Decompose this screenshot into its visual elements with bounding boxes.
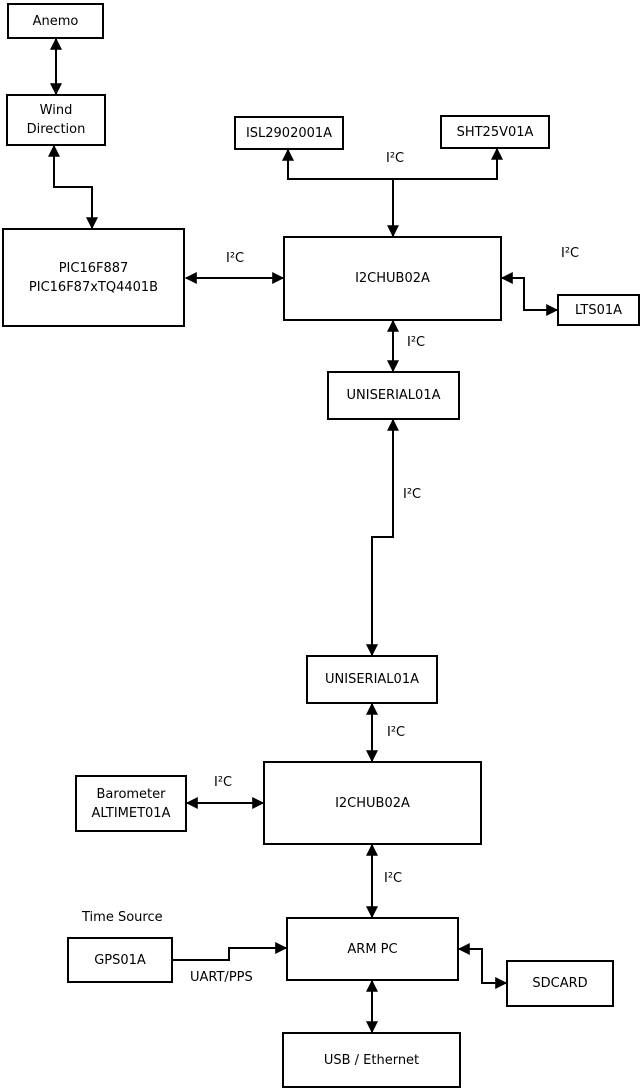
- node-i2c-hub-top: I2CHUB02A: [283, 236, 502, 321]
- node-uniserial-bottom: UNISERIAL01A: [306, 655, 438, 704]
- node-lts-sensor: LTS01A: [557, 294, 640, 326]
- label-uart-pps: UART/PPS: [190, 970, 253, 985]
- node-arm-pc: ARM PC: [286, 917, 459, 981]
- node-i2c-hub-bottom-label: I2CHUB02A: [335, 795, 410, 811]
- node-isl-sensor: ISL2902001A: [234, 116, 344, 150]
- node-uniserial-top: UNISERIAL01A: [327, 371, 460, 420]
- node-gps-label: GPS01A: [94, 952, 146, 968]
- node-barometer-line1: Barometer: [96, 786, 166, 802]
- label-hub2-armpc-i2c: I²C: [384, 871, 403, 886]
- node-sht-label: SHT25V01A: [456, 124, 534, 140]
- node-i2c-hub-top-label: I2CHUB02A: [355, 271, 430, 286]
- node-isl-label: ISL2902001A: [245, 125, 333, 141]
- edge-gps-armpc: [173, 942, 288, 961]
- edge-armpc-sdcard: [457, 943, 508, 989]
- node-barometer: Barometer ALTIMET01A: [75, 775, 187, 832]
- node-sdcard: SDCARD: [506, 960, 614, 1007]
- node-sht-sensor: SHT25V01A: [440, 115, 550, 149]
- label-uniserial-link-i2c: I²C: [403, 487, 422, 502]
- node-i2c-hub-bottom: I2CHUB02A: [263, 761, 482, 845]
- node-sdcard-label: SDCARD: [532, 976, 588, 991]
- node-pic-line2: PIC16F87xTQ4401B: [28, 279, 159, 295]
- node-gps: GPS01A: [67, 937, 173, 983]
- label-sensor-bus-i2c: I²C: [386, 151, 405, 166]
- edge-wind-pic: [48, 144, 98, 230]
- edge-hub1-lts: [500, 272, 559, 316]
- edge-uniserial-link: [366, 418, 399, 657]
- label-time-source: Time Source: [82, 910, 163, 925]
- node-wind-direction-line2: Direction: [26, 122, 86, 137]
- node-pic-controller: PIC16F887 PIC16F87xTQ4401B: [2, 228, 185, 327]
- node-arm-pc-label: ARM PC: [347, 941, 398, 957]
- node-usb-ethernet-label: USB / Ethernet: [323, 1052, 420, 1068]
- node-uniserial-top-label: UNISERIAL01A: [346, 388, 441, 403]
- label-hub-lts-i2c: I²C: [561, 246, 580, 261]
- node-anemo: Anemo: [7, 3, 104, 39]
- node-lts-label: LTS01A: [574, 302, 623, 318]
- node-wind-direction: Wind Direction: [6, 94, 106, 146]
- node-anemo-label: Anemo: [32, 13, 79, 29]
- label-hub-uniserial-i2c: I²C: [407, 335, 426, 350]
- node-barometer-line2: ALTIMET01A: [91, 805, 171, 821]
- label-pic-hub-i2c: I²C: [226, 251, 245, 266]
- label-uniserial-hub2-i2c: I²C: [387, 725, 406, 740]
- node-pic-line1: PIC16F887: [58, 260, 129, 276]
- label-barometer-hub2-i2c: I²C: [214, 775, 233, 790]
- node-uniserial-bottom-label: UNISERIAL01A: [325, 672, 419, 687]
- node-wind-direction-line1: Wind: [39, 103, 73, 118]
- node-usb-ethernet: USB / Ethernet: [282, 1032, 461, 1088]
